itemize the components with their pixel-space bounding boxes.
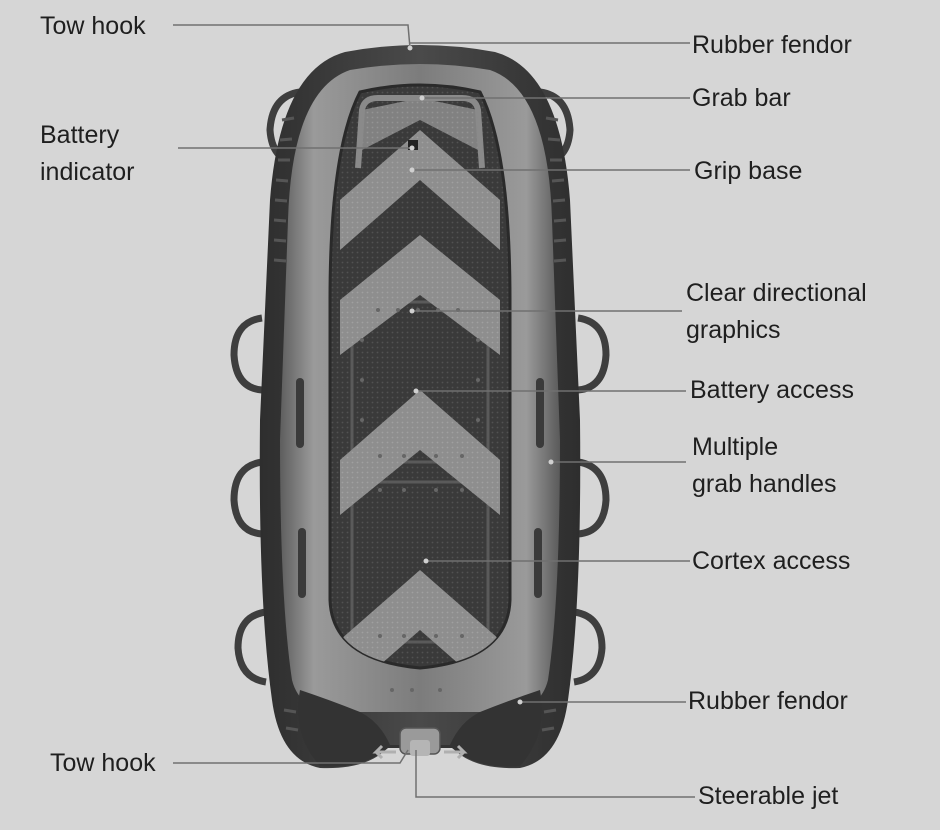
- label-tow-hook-bottom: Tow hook: [50, 749, 156, 777]
- grab-handle-loop: [234, 318, 262, 390]
- label-rubber-fendor-bottom: Rubber fendor: [688, 687, 848, 715]
- label-battery-access: Battery access: [690, 376, 854, 404]
- label-battery-indicator-line2: indicator: [40, 158, 135, 186]
- label-clear-directional-graphics-line2: graphics: [686, 316, 781, 344]
- label-cortex-access: Cortex access: [692, 547, 850, 575]
- label-steerable-jet: Steerable jet: [698, 782, 838, 810]
- grab-handle-loop: [574, 612, 602, 682]
- label-rubber-fendor-top: Rubber fendor: [692, 31, 852, 59]
- grab-handle-loop: [578, 462, 606, 534]
- label-clear-directional-graphics-line1: Clear directional: [686, 279, 867, 307]
- grab-handle-loop: [578, 318, 606, 390]
- leader-tow-hook-top: [173, 25, 410, 48]
- label-battery-indicator-line1: Battery: [40, 121, 120, 149]
- label-multiple-grab-handles-line1: Multiple: [692, 433, 778, 461]
- label-multiple-grab-handles-line2: grab handles: [692, 470, 837, 498]
- label-grab-bar: Grab bar: [692, 84, 791, 112]
- label-grip-base: Grip base: [694, 157, 802, 185]
- grab-handle-loop: [238, 612, 266, 682]
- label-tow-hook-top: Tow hook: [40, 12, 146, 40]
- grab-handle-loop: [234, 462, 262, 534]
